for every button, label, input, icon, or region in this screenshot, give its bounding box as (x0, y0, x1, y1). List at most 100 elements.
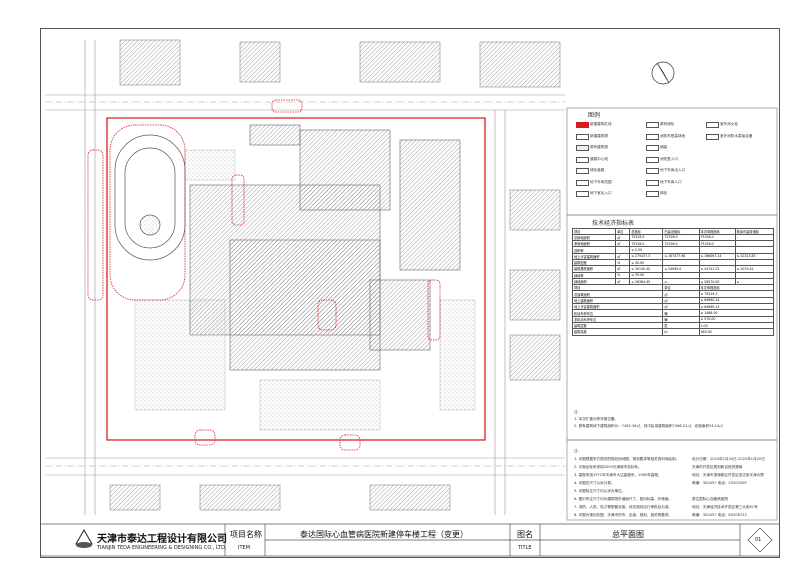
legend-item: 地下车库范围 (590, 179, 612, 184)
roads (45, 40, 565, 515)
new-planting (87, 99, 441, 451)
legend-item: 铺装 (660, 145, 668, 149)
legend-swatch-icon (646, 191, 659, 197)
note-line: 8. 本图为规划总图，天津市的市、区级、规划、相关等要求。 (574, 513, 673, 517)
legend-item: 绿化道路 (590, 168, 605, 172)
legend-swatch-icon (576, 133, 589, 140)
note-line: 邮编：300457 电话：25202009 (692, 481, 747, 485)
legend-item: 室外消火栓 (720, 122, 738, 126)
legend-item: 道路中心线 (590, 156, 608, 161)
note-line: 地址：天津市滨海新区开发区宏达街天津大厦 (692, 473, 764, 477)
note-line: 设计日期：2024年1月20日-2025年1月20日 (692, 457, 765, 461)
table-cell: 建筑高度 (571, 328, 664, 336)
legend-item: 地下车库出入口 (660, 168, 686, 172)
table-cell: ≤ 22323.83 (734, 252, 775, 261)
legend-swatch-icon (646, 145, 659, 151)
table-row: 机动车停车位辆≥ 1468.00 (571, 309, 775, 317)
eco-note: 1. 本次扩建为停车楼位置。 (574, 417, 619, 421)
legend-item: 原有建筑物 (590, 145, 608, 149)
title-label-cn: 图名 (517, 530, 533, 539)
legend-item: 原有绿化 (660, 122, 675, 126)
legend-item: 新建建筑红线 (590, 122, 612, 126)
note-line: 5. 本图除注尺寸均以米为单位。 (574, 489, 626, 493)
legend-swatch-icon (706, 133, 719, 140)
eco-note: 2. 原有建筑地下建筑面积为：7485.36㎡，其中民用建筑面积7468.22㎡… (574, 424, 723, 428)
note-line: 邮编：300457 电话：65208733 (692, 513, 747, 517)
table-cell: ㎡ (615, 252, 631, 261)
eco-note: 注： (574, 410, 582, 414)
legend-item: 消防登入口 (660, 156, 678, 161)
project-name: 泰达国际心血管病医院新建停车楼工程（变更） (300, 530, 468, 539)
legend-item: 地下车库入口 (660, 179, 682, 184)
drawing-title: 总平面图 (612, 530, 644, 539)
eco-table-title: 技术经济指标表 (592, 220, 635, 227)
table-cell: ≤ 75519.3 (698, 290, 775, 298)
table-cell: ≤ 2079.42 (734, 265, 775, 273)
legend-swatch-icon (576, 156, 589, 163)
neighbour-blocks (109, 39, 561, 511)
table-cell: % (615, 271, 631, 279)
table-cell: 1.00 (698, 321, 775, 330)
table-cell: ≥ - (734, 277, 775, 286)
legend-swatch-icon (576, 168, 589, 174)
table-cell: ≥ 1468.00 (698, 309, 775, 317)
note-line: 7. 消防、人防、电力等配套设施，待总规划后行审批后为准。 (574, 505, 673, 509)
table-cell: ㎡ (615, 265, 631, 273)
legend-item: 地下室出入口 (590, 191, 612, 195)
legend-item: 室外消防水泵接合器 (720, 133, 753, 138)
company-name-cn: 天津市泰达工程设计有限公司 (97, 534, 227, 545)
header-cell: 本次申报指标 (698, 284, 775, 292)
green-areas (134, 149, 476, 431)
sports-track (114, 134, 186, 261)
table-cell: ≤ 64690.24 (698, 303, 775, 311)
legend-swatch-icon (646, 156, 659, 163)
table-cell: 565.00 (698, 328, 775, 336)
table-row: 建筑密度%≤ 40.00 (571, 258, 775, 267)
legend-item: 绿化 (660, 191, 668, 195)
north-arrow-icon (651, 61, 675, 85)
sheet-number: 01 (755, 537, 762, 543)
legend-swatch-icon (646, 122, 659, 128)
title-label-en: TITLE (518, 545, 532, 551)
drawing-frame (40, 28, 780, 558)
company-name-en: TIANJIN TEDA ENGINEERING & DESIGNING CO.… (97, 545, 227, 551)
note-line: 地址：天津经济技术开发区第三大街61号 (692, 505, 758, 509)
legend-item: 新建建筑物 (590, 133, 608, 138)
table-cell: ㎡ (615, 277, 631, 286)
note-line: 3. 高程采用1972年天津市大沽高程系，1985年高程。 (574, 473, 662, 477)
note-line: 1. 本图根据甲方提供的规划用地图，规划要求等相关资料而绘制。 (574, 457, 680, 461)
legend-swatch-icon (576, 122, 589, 128)
note-line: 2. 平面坐标系采用2000天津城市坐标系。 (574, 465, 642, 469)
table-cell: ≤ 64690.24 (698, 296, 775, 305)
table-cell: ≥ 570.00 (698, 315, 775, 323)
legend-swatch-icon (706, 122, 719, 128)
item-label-en: ITEM (238, 545, 251, 551)
legend-swatch-icon (576, 145, 589, 151)
legend-swatch-icon (646, 168, 659, 174)
site-boundary-redline (106, 117, 486, 441)
note-line: 6. 图中所注尺寸均为建筑物外墙面尺寸，竖向标高、外墙面。 (574, 497, 673, 501)
note-line: 4. 本图总尺寸以米计算。 (574, 481, 615, 485)
legend-swatch-icon (576, 191, 589, 197)
note-line: 泰达国际心血管病医院 (692, 497, 728, 501)
legend-title: 图例 (588, 112, 601, 119)
table-cell: % (615, 258, 631, 267)
note-line: 注： (574, 449, 582, 453)
legend-swatch-icon (646, 179, 659, 186)
item-label-cn: 项目名称 (230, 530, 262, 539)
site-buildings (189, 124, 461, 371)
legend-item: 消防车登高场地 (660, 133, 686, 138)
